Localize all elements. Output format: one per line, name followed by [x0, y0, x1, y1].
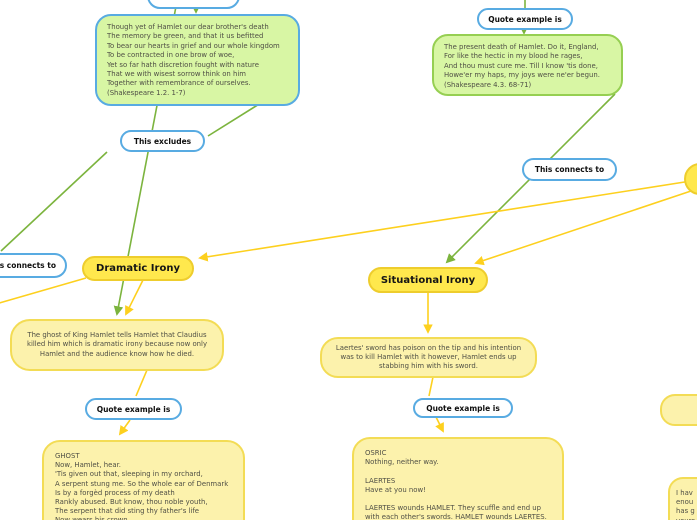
quote-box-ghost[interactable]: GHOST Now, Hamlet, hear. 'Tis given out …	[42, 440, 245, 520]
yellow-connector-desc-to-quote-label-right	[428, 376, 434, 397]
yellow-connector-rightnode-to-situational	[474, 190, 692, 266]
yellow-connector-rightnode-to-dramatic	[198, 180, 692, 262]
description-situational-irony[interactable]: Laertes' sword has poison on the tip and…	[320, 337, 537, 378]
label-quote-example-top[interactable]: Quote example is	[477, 8, 573, 30]
yellow-connector-dramatic-to-left	[0, 277, 87, 304]
label-this-excludes[interactable]: This excludes	[120, 130, 205, 152]
concept-dramatic-irony[interactable]: Dramatic Irony	[82, 256, 194, 281]
yellow-arrow-into-osric-quote	[435, 416, 444, 433]
label-quote-example-left[interactable]: Quote example is	[85, 398, 182, 420]
partial-label-node-top[interactable]	[147, 0, 240, 9]
label-quote-example-right[interactable]: Quote example is	[413, 398, 513, 418]
quote-box-hamlet-1-2[interactable]: Though yet of Hamlet our dear brother's …	[95, 14, 300, 106]
quote-box-osric[interactable]: OSRIC Nothing, neither way. LAERTES Have…	[352, 437, 564, 520]
yellow-arrow-into-ghost-quote	[118, 419, 131, 436]
partial-box-right-lower[interactable]: I hav enou has g yours (Sha	[668, 477, 697, 520]
quote-box-hamlet-4-3[interactable]: The present death of Hamlet. Do it, Engl…	[432, 34, 623, 96]
label-this-connects-to[interactable]: This connects to	[522, 158, 617, 181]
description-dramatic-irony[interactable]: The ghost of King Hamlet tells Hamlet th…	[10, 319, 224, 371]
green-connector-excludes-to-left	[0, 151, 108, 252]
label-connects-to-partial[interactable]: s connects to	[0, 253, 67, 278]
concept-situational-irony[interactable]: Situational Irony	[368, 267, 488, 293]
yellow-connector-desc-to-quote-label-left	[135, 369, 148, 397]
yellow-connector-dramatic-to-desc	[125, 279, 144, 316]
partial-box-right-upper[interactable]	[660, 394, 697, 426]
